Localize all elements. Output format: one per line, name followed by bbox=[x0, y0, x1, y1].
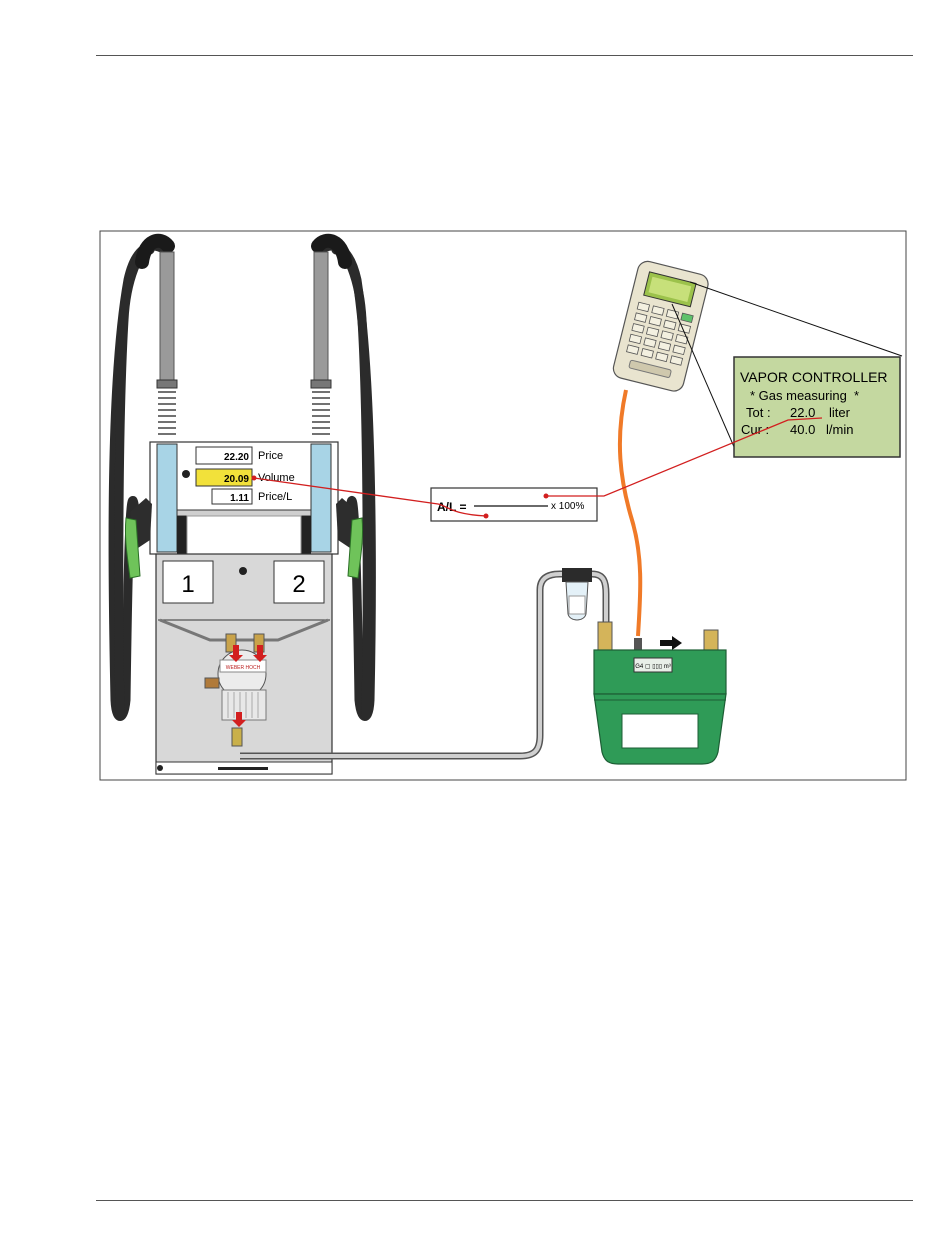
air-liquid-ratio-formula: A/L = x 100% bbox=[431, 488, 597, 521]
meter-plate-text: G4 ▢ ▯▯▯ m³ bbox=[635, 664, 671, 670]
lcd-cur-value: 40.0 bbox=[790, 422, 815, 437]
unit-price-label: Price/L bbox=[258, 491, 292, 503]
lcd-title: VAPOR CONTROLLER bbox=[740, 369, 888, 385]
formula-rhs: x 100% bbox=[551, 501, 584, 512]
lcd-mode: * Gas measuring * bbox=[750, 388, 859, 403]
price-label: Price bbox=[258, 450, 283, 462]
nozzle-2-number: 2 bbox=[292, 571, 305, 598]
nozzle-1-number: 1 bbox=[181, 571, 194, 598]
pump-brand: WEBER HOCH bbox=[226, 665, 261, 671]
formula-lhs: A/L = bbox=[437, 500, 466, 514]
volume-value: 20.09 bbox=[224, 474, 249, 485]
price-value: 22.20 bbox=[224, 452, 249, 463]
controller-lcd-callout: VAPOR CONTROLLER * Gas measuring * Tot :… bbox=[734, 357, 900, 457]
lcd-cur-unit: l/min bbox=[826, 422, 853, 437]
volume-label: Volume bbox=[258, 472, 295, 484]
display-bullet-icon bbox=[182, 470, 190, 478]
unit-price-value: 1.11 bbox=[230, 493, 249, 504]
meter-label-area bbox=[622, 714, 698, 748]
lcd-tot-unit: liter bbox=[829, 405, 851, 420]
lcd-tot-value: 22.0 bbox=[790, 405, 815, 420]
dispenser-body: 1 2 WEBER HOCH bbox=[156, 554, 332, 774]
lcd-tot-label: Tot : bbox=[746, 405, 771, 420]
